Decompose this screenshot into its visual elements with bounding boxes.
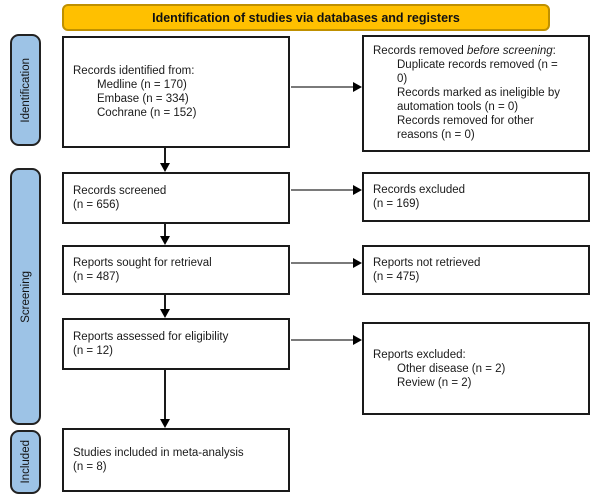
reports-assessed-label: Reports assessed for eligibility: [73, 331, 229, 343]
records-identified-item: Embase (n = 334): [97, 93, 189, 105]
arrow-identified-to-screened-line: [164, 148, 166, 164]
reports-sought-label: Reports sought for retrieval: [73, 257, 212, 269]
diagram-title-banner: Identification of studies via databases …: [62, 4, 550, 31]
box-reports-assessed: Reports assessed for eligibility (n = 12…: [62, 318, 290, 370]
box-reports-excluded: Reports excluded: Other disease (n = 2) …: [362, 322, 590, 415]
box-reports-sought: Reports sought for retrieval (n = 487): [62, 245, 290, 295]
records-screened-count: (n = 656): [73, 199, 120, 211]
studies-included-count: (n = 8): [73, 461, 107, 473]
studies-included-label: Studies included in meta-analysis: [73, 447, 244, 459]
box-records-identified: Records identified from: Medline (n = 17…: [62, 36, 290, 148]
arrow-identified-to-removed-line: [291, 86, 353, 88]
reports-not-retrieved-label: Reports not retrieved: [373, 257, 481, 269]
box-records-screened: Records screened (n = 656): [62, 172, 290, 224]
box-reports-not-retrieved: Reports not retrieved (n = 475): [362, 245, 590, 295]
arrow-assessed-to-excluded-head: [353, 335, 362, 345]
records-removed-item: Records removed for other reasons (n = 0…: [397, 115, 534, 141]
arrow-assessed-to-excluded-line: [291, 339, 353, 341]
records-screened-label: Records screened: [73, 185, 167, 197]
arrow-sought-to-assessed-line: [164, 295, 166, 310]
records-excluded-label: Records excluded: [373, 184, 466, 196]
arrow-sought-to-notretrieved-line: [291, 262, 353, 264]
reports-excluded-item: Review (n = 2): [397, 376, 472, 389]
records-removed-lead: Records removed before screening:: [373, 45, 556, 57]
arrow-sought-to-notretrieved-head: [353, 258, 362, 268]
stage-included-label: Included: [19, 440, 32, 484]
arrow-screened-to-excluded-line: [291, 189, 353, 191]
arrow-sought-to-assessed-head: [160, 309, 170, 318]
records-removed-item: Duplicate records removed (n = 0): [397, 59, 558, 85]
diagram-title: Identification of studies via databases …: [152, 10, 460, 25]
box-records-excluded: Records excluded (n = 169): [362, 172, 590, 222]
arrow-screened-to-sought-head: [160, 236, 170, 245]
records-excluded-count: (n = 169): [373, 198, 420, 210]
records-identified-lead: Records identified from:: [73, 65, 195, 77]
reports-excluded-lead: Reports excluded:: [373, 348, 466, 361]
arrow-identified-to-screened-head: [160, 163, 170, 172]
records-removed-item: Records marked as ineligible by automati…: [397, 87, 560, 113]
stage-included: Included: [10, 430, 41, 494]
reports-excluded-item: Other disease (n = 2): [397, 362, 506, 375]
arrow-assessed-to-included-head: [160, 419, 170, 428]
stage-screening-label: Screening: [19, 270, 32, 323]
records-identified-item: Medline (n = 170): [97, 79, 187, 91]
records-identified-item: Cochrane (n = 152): [97, 107, 197, 119]
stage-identification-label: Identification: [19, 57, 32, 123]
arrow-assessed-to-included-line: [164, 370, 166, 420]
arrow-identified-to-removed-head: [353, 82, 362, 92]
reports-sought-count: (n = 487): [73, 271, 120, 283]
box-records-removed: Records removed before screening: Duplic…: [362, 35, 590, 152]
reports-not-retrieved-count: (n = 475): [373, 271, 420, 283]
arrow-screened-to-excluded-head: [353, 185, 362, 195]
arrow-screened-to-sought-line: [164, 224, 166, 237]
stage-identification: Identification: [10, 34, 41, 146]
stage-screening: Screening: [10, 168, 41, 425]
reports-assessed-count: (n = 12): [73, 345, 113, 357]
box-studies-included: Studies included in meta-analysis (n = 8…: [62, 428, 290, 492]
